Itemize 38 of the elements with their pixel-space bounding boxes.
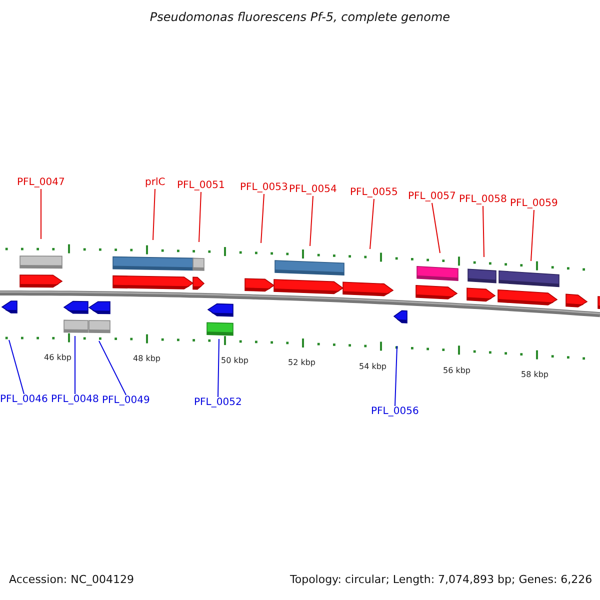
scale-label: 46 kbp	[44, 353, 72, 362]
leader-line	[370, 198, 374, 250]
leader-line	[432, 202, 440, 254]
gene-label: PFL_0056	[371, 406, 419, 418]
chart-title: Pseudomonas fluorescens Pf-5, complete genome	[148, 10, 452, 24]
gene-label: PFL_0051	[177, 180, 225, 192]
leader-line	[40, 188, 42, 240]
gene-label: PFL_0054	[289, 184, 337, 196]
gene-label: PFL_0058	[459, 194, 507, 206]
gene-label: PFL_0055	[350, 187, 398, 199]
leader-line	[482, 206, 484, 258]
leader-line	[198, 192, 202, 242]
leader-line	[310, 196, 314, 246]
scale-label: 50 kbp	[221, 356, 249, 365]
scale-label: 56 kbp	[443, 366, 471, 375]
gene-label: PFL_0047	[17, 177, 65, 189]
gene-label: PFL_0057	[408, 191, 456, 203]
scale-label: 48 kbp	[133, 354, 161, 364]
leader-line	[74, 336, 76, 394]
gene-label: PFL_0048	[51, 394, 99, 406]
gene-label: PFL_0052	[194, 397, 242, 409]
scale-label: 58 kbp	[521, 370, 549, 380]
leader-line	[218, 338, 220, 398]
footer-note: Accession: NC_004129	[9, 574, 134, 586]
scale-label: 54 kbp	[359, 362, 387, 371]
leader-line	[152, 188, 156, 240]
gene-label: PFL_0059	[510, 198, 558, 210]
leader-line	[530, 210, 534, 262]
gene-label: PFL_0049	[102, 395, 150, 407]
gene-label: PFL_0046	[0, 394, 48, 406]
gene-label: PFL_0053	[240, 182, 288, 194]
leader-line	[8, 340, 24, 394]
gene-label: prlC	[145, 177, 166, 189]
scale-label: 52 kbp	[288, 358, 316, 368]
leader-line	[260, 194, 264, 244]
leader-line	[394, 346, 398, 406]
footer-note: Topology: circular; Length: 7,074,893 bp; Genes: 6,226	[290, 574, 592, 586]
leader-line	[98, 340, 126, 396]
